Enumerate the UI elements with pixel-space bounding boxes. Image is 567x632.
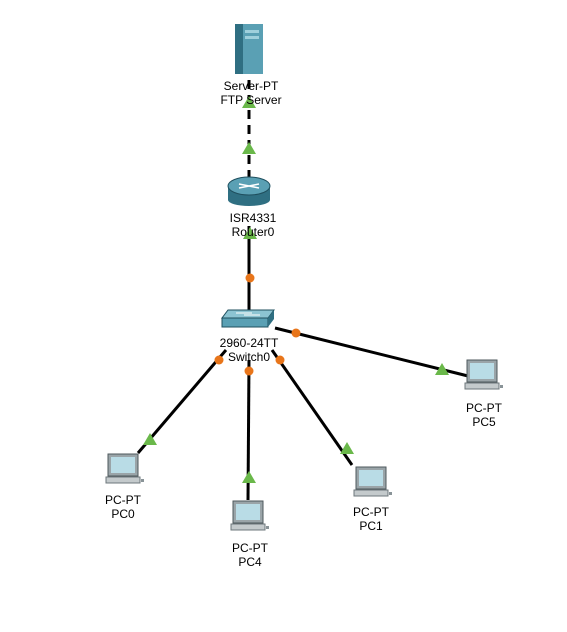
link-status-markers: [143, 96, 449, 483]
server-side: [235, 24, 243, 74]
monitor-screen: [236, 504, 260, 520]
link-switch0-pc1[interactable]: [270, 349, 354, 466]
devices-layer: [105, 24, 503, 531]
device-model: PC-PT: [353, 505, 389, 519]
monitor-screen: [111, 457, 135, 473]
device-model: Server-PT: [223, 79, 279, 93]
server-icon[interactable]: [235, 24, 263, 74]
device-name: PC0: [111, 507, 135, 521]
pc-keyboard: [230, 523, 266, 531]
device-name: Router0: [231, 225, 275, 239]
link-switch0-pc0[interactable]: [136, 349, 228, 454]
pc-mouse: [500, 385, 503, 388]
link-up-triangle: [340, 442, 354, 454]
device-model: PC-PT: [466, 401, 502, 415]
switch-front: [221, 317, 269, 328]
device-model: PC-PT: [105, 493, 141, 507]
pc-icon[interactable]: [105, 453, 144, 484]
device-name: PC1: [359, 519, 383, 533]
link-amber-dot: [291, 328, 301, 338]
link-up-triangle: [242, 142, 256, 154]
pc-keyboard: [464, 382, 500, 390]
link-amber-dot: [214, 355, 224, 365]
link-amber-dot: [275, 355, 285, 365]
link-amber-dot: [244, 366, 254, 376]
link-up-triangle: [242, 96, 256, 108]
device-model: ISR4331: [229, 211, 277, 225]
device-model: PC-PT: [232, 541, 268, 555]
device-model: 2960-24TT: [219, 336, 279, 350]
link-up-triangle: [243, 227, 257, 239]
pc-mouse: [389, 492, 392, 495]
link-amber-dot: [245, 273, 255, 283]
switch-top: [221, 309, 275, 319]
link-switch0-pc5[interactable]: [274, 326, 469, 378]
switch-side: [268, 310, 274, 327]
link-up-triangle: [435, 363, 449, 375]
link-up-triangle: [143, 433, 157, 445]
monitor-screen: [359, 470, 383, 486]
server-slot: [245, 30, 259, 33]
device-name: PC5: [472, 415, 496, 429]
links-layer: [136, 78, 469, 501]
switch-icon[interactable]: [221, 309, 275, 328]
router-arrows: [238, 183, 260, 189]
server-slot: [245, 36, 259, 39]
pc-icon[interactable]: [464, 359, 503, 390]
pc-keyboard: [105, 476, 141, 484]
pc-mouse: [266, 526, 269, 529]
pc-icon[interactable]: [230, 500, 269, 531]
device-name: PC4: [238, 555, 262, 569]
router-bottom: [228, 194, 270, 206]
pc-keyboard: [353, 489, 389, 497]
router-icon[interactable]: [227, 176, 271, 206]
device-name: FTP Server: [220, 93, 282, 107]
device-name: Switch0: [227, 350, 271, 364]
monitor-screen: [470, 363, 494, 379]
pc-mouse: [141, 479, 144, 482]
pc-icon[interactable]: [353, 466, 392, 497]
switch-arrows: [236, 312, 260, 316]
link-up-triangle: [242, 471, 256, 483]
